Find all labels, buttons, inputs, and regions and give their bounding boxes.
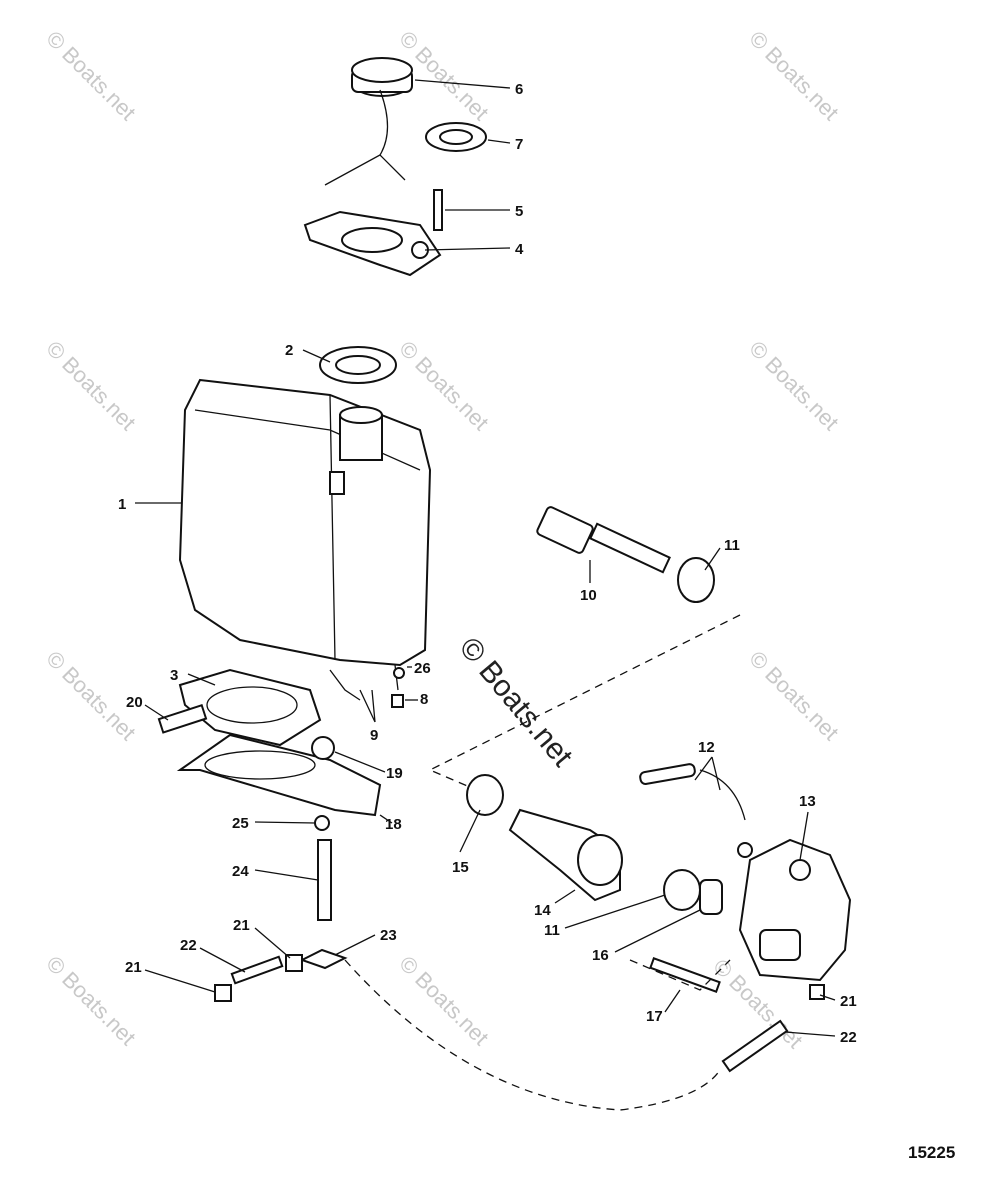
callout-19: 19 [386, 765, 403, 782]
diagram-id: 15225 [908, 1143, 955, 1162]
oil-tank [178, 346, 432, 667]
callout-11: 11 [724, 537, 740, 554]
callout-25: 25 [232, 815, 249, 832]
callout-10: 10 [580, 587, 597, 604]
callout-20: 20 [126, 694, 143, 711]
cap-assembly [303, 57, 487, 277]
callout-23: 23 [380, 927, 397, 944]
callout-13: 13 [799, 793, 816, 810]
callout-12: 12 [698, 739, 715, 756]
tank-base [157, 664, 405, 1002]
callout-3: 3 [170, 667, 178, 684]
watermark: © Boats.net [394, 336, 493, 435]
callout-14: 14 [534, 902, 551, 919]
callout-18: 18 [385, 816, 402, 833]
leader-lines [135, 79, 836, 1037]
callout-1: 1 [118, 496, 126, 513]
callout-16: 16 [592, 947, 609, 964]
watermark: © Boats.net [41, 26, 140, 125]
callouts: 6 7 5 4 2 1 11 10 26 8 3 9 20 19 12 13 2… [118, 81, 955, 1162]
watermark: © Boats.net [41, 336, 140, 435]
callout-22a: 22 [180, 937, 197, 954]
watermark: © Boats.net [394, 951, 493, 1050]
watermark: © Boats.net [744, 646, 843, 745]
callout-2: 2 [285, 342, 293, 359]
callout-7: 7 [515, 136, 523, 153]
callout-24: 24 [232, 863, 249, 880]
callout-15: 15 [452, 859, 469, 876]
callout-8: 8 [420, 691, 428, 708]
callout-9: 9 [370, 727, 378, 744]
callout-21b: 21 [125, 959, 142, 976]
callout-26: 26 [414, 660, 431, 677]
callout-5: 5 [515, 203, 523, 220]
callout-17: 17 [646, 1008, 663, 1025]
watermark-main: © Boats.net [453, 631, 580, 773]
callout-11b: 11 [544, 922, 560, 939]
watermark: © Boats.net [744, 336, 843, 435]
pump-assembly [344, 506, 852, 1111]
callout-6: 6 [515, 81, 523, 98]
callout-4: 4 [515, 241, 524, 258]
callout-22b: 22 [840, 1029, 857, 1046]
callout-21c: 21 [840, 993, 857, 1010]
watermark: © Boats.net [744, 26, 843, 125]
callout-21a: 21 [233, 917, 250, 934]
